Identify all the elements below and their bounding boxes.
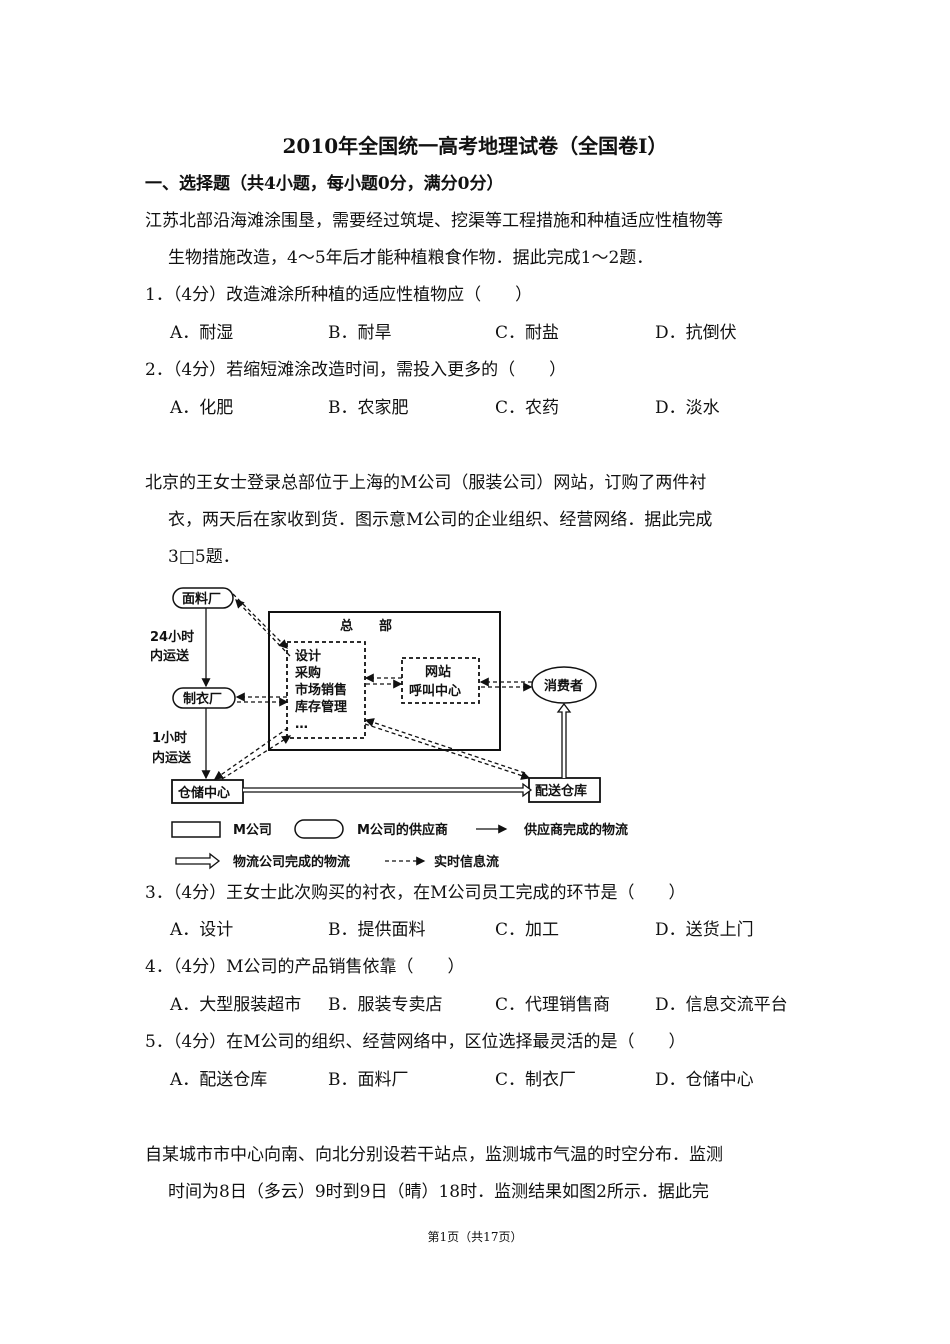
hq-function-more: … <box>295 717 308 732</box>
question-2: 2．（4分）若缩短滩涂改造时间，需投入更多的（ ） <box>145 360 567 380</box>
section-heading: 一、选择题（共4小题，每小题0分，满分0分） <box>145 174 504 194</box>
garment-factory-node <box>172 687 236 709</box>
q5-option-b: B．面料厂 <box>328 1070 409 1090</box>
intro2-line1: 北京的王女士登录总部位于上海的M公司（服装公司）网站，订购了两件衬 <box>145 473 707 493</box>
organization-diagram: 总 部 设计 采购 市场销售 库存管理 … 网站 呼叫中心 面料厂 制衣厂 消费… <box>150 587 628 870</box>
q4-option-c: C．代理销售商 <box>495 995 611 1015</box>
transport-24h-label: 24小时 <box>150 629 194 645</box>
q5-option-d: D．仓储中心 <box>655 1070 754 1090</box>
hq-function-inventory: 库存管理 <box>295 699 347 715</box>
legend-company-swatch <box>171 821 221 838</box>
question-3: 3．（4分）王女士此次购买的衬衣，在M公司员工完成的环节是（ ） <box>145 883 686 903</box>
garment-factory-label: 制衣厂 <box>183 691 222 707</box>
legend-logistics-label: 物流公司完成的物流 <box>233 854 350 870</box>
q2-option-b: B．农家肥 <box>328 398 409 418</box>
page-title: 2010年全国统一高考地理试卷（全国卷I） <box>282 134 668 158</box>
storage-center-label: 仓储中心 <box>177 785 230 801</box>
q5-option-c: C．制衣厂 <box>495 1070 577 1090</box>
q1-option-c: C．耐盐 <box>495 323 560 343</box>
info-flow-lines <box>213 593 533 780</box>
q2-option-a: A．化肥 <box>170 398 234 418</box>
transport-1h-label: 1小时 <box>152 730 187 746</box>
q2-option-d: D．淡水 <box>655 398 720 418</box>
q2-option-c: C．农药 <box>495 398 560 418</box>
headquarters-box <box>268 611 501 751</box>
logistics-flow-arrow <box>556 702 572 778</box>
question-4: 4．（4分）M公司的产品销售依靠（ ） <box>145 957 465 977</box>
fabric-factory-node <box>172 587 234 609</box>
q3-option-d: D．送货上门 <box>655 920 754 940</box>
intro3-line1: 自某城市市中心向南、向北分别设若干站点，监测城市气温的时空分布．监测 <box>145 1145 723 1165</box>
q5-option-a: A．配送仓库 <box>170 1070 268 1090</box>
call-center-label: 呼叫中心 <box>409 683 461 699</box>
legend-supplier-flow-label: 供应商完成的物流 <box>523 822 628 838</box>
intro1-line2: 生物措施改造，4～5年后才能种植粮食作物．据此完成1～2题． <box>168 248 654 268</box>
q4-option-d: D．信息交流平台 <box>655 995 788 1015</box>
legend-supplier-label: M公司的供应商 <box>357 822 448 838</box>
hq-functions-box <box>286 641 366 739</box>
consumer-label: 消费者 <box>544 678 583 694</box>
intro1-line1: 江苏北部沿海滩涂围垦，需要经过筑堤、挖渠等工程措施和种植适应性植物等 <box>145 211 723 231</box>
q3-option-a: A．设计 <box>170 920 234 940</box>
question-5: 5．（4分）在M公司的组织、经营网络中，区位选择最灵活的是（ ） <box>145 1032 686 1052</box>
legend-info-flow-label: 实时信息流 <box>434 854 499 870</box>
q1-option-a: A．耐湿 <box>170 323 234 343</box>
transport-24h-label: 内运送 <box>150 648 190 664</box>
q3-option-c: C．加工 <box>495 920 560 940</box>
legend-supplier-swatch <box>294 819 344 839</box>
hq-function-marketing: 市场销售 <box>295 682 347 698</box>
hq-function-purchase: 采购 <box>294 665 321 681</box>
transport-1h-label: 内运送 <box>152 750 192 766</box>
website-label: 网站 <box>425 664 451 680</box>
legend-logistics-arrow <box>175 852 221 870</box>
headquarters-label: 总 部 <box>340 618 392 634</box>
logistics-flow-arrow <box>243 782 533 798</box>
distribution-warehouse-label: 配送仓库 <box>535 783 587 799</box>
q4-option-b: B．服装专卖店 <box>328 995 443 1015</box>
q4-option-a: A．大型服装超市 <box>170 995 302 1015</box>
q3-option-b: B．提供面料 <box>328 920 426 940</box>
legend-company-label: M公司 <box>233 823 272 838</box>
fabric-factory-label: 面料厂 <box>182 591 221 607</box>
page-footer: 第1页（共17页） <box>427 1230 523 1244</box>
intro3-line2: 时间为8日（多云）9时到9日（晴）18时．监测结果如图2所示．据此完 <box>168 1182 709 1202</box>
q1-option-d: D．抗倒伏 <box>655 323 737 343</box>
question-1: 1．（4分）改造滩涂所种植的适应性植物应（ ） <box>145 285 533 305</box>
intro2-line2: 衣，两天后在家收到货．图示意M公司的企业组织、经营网络．据此完成 <box>168 510 713 530</box>
website-box <box>401 657 480 704</box>
q1-option-b: B．耐旱 <box>328 323 392 343</box>
hq-function-design: 设计 <box>295 648 321 664</box>
intro2-line3: 3□5题． <box>168 547 240 567</box>
